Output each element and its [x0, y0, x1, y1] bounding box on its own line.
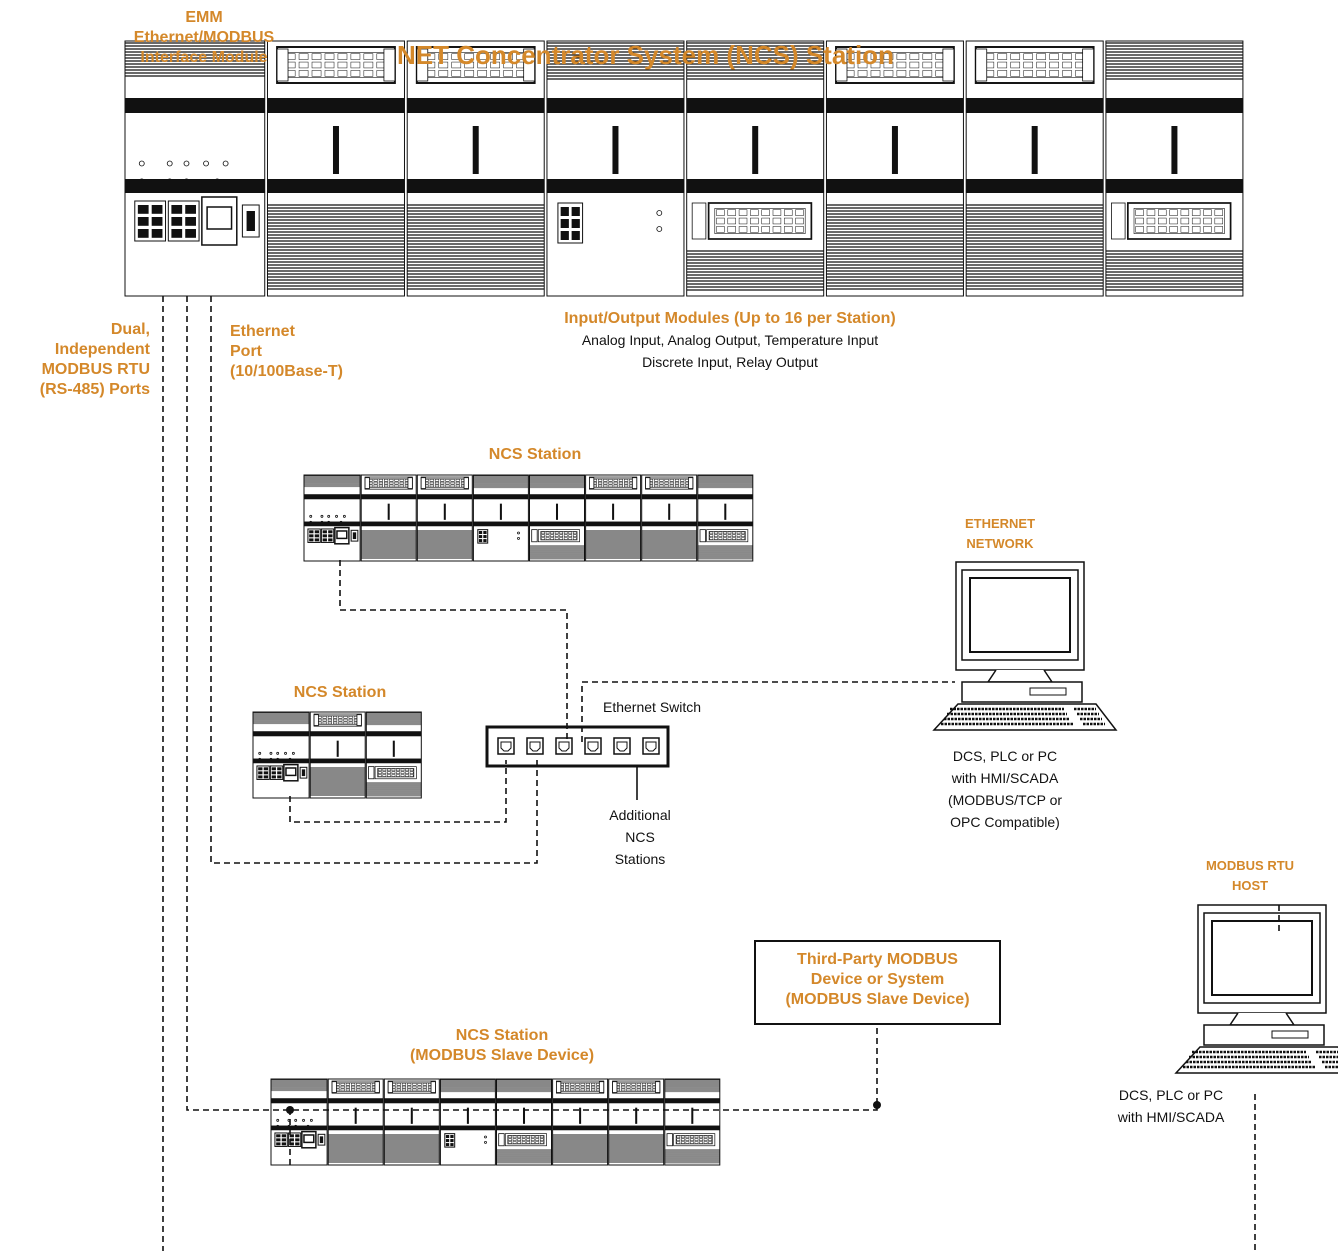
bus-junction-dot — [873, 1101, 881, 1109]
additional-stations-label: Additional NCS Stations — [609, 807, 671, 867]
ethernet-network-computer — [932, 561, 1118, 731]
ncs-station-main — [124, 40, 1244, 297]
dual-modbus-ports-label: Dual, Independent MODBUS RTU (RS-485) Po… — [39, 321, 150, 398]
ethernet-network-label: ETHERNET NETWORK — [964, 516, 1036, 551]
modbus-rtu-host-label: MODBUS RTU HOST — [1205, 858, 1295, 893]
switch-port — [613, 737, 631, 755]
switch-port — [584, 737, 602, 755]
switch-port — [497, 737, 515, 755]
ethernet-cable-emm — [210, 296, 538, 864]
rtu-host-pc-caption: DCS, PLC or PC with HMI/SCADA — [1117, 1087, 1225, 1125]
emm-label: EMM Ethernet/MODBUS Interface Module — [133, 9, 275, 66]
third-party-modbus-device-box: Third-Party MODBUS Device or System (MOD… — [754, 940, 1001, 1025]
ncs-slave-station-label: NCS Station (MODBUS Slave Device) — [409, 1027, 595, 1064]
io-modules-label: Input/Output Modules (Up to 16 per Stati… — [564, 310, 896, 370]
page-title: NET Concentrator System (NCS) Station — [397, 40, 894, 70]
switch-port — [555, 737, 573, 755]
ncs-slave-station — [270, 1078, 721, 1166]
ethernet-cable-station-b — [289, 760, 507, 823]
ethernet-pc-caption: DCS, PLC or PC with HMI/SCADA (MODBUS/TC… — [947, 748, 1063, 830]
ncs-station-b-label: NCS Station — [293, 684, 387, 701]
ncs-station-a — [303, 474, 754, 562]
modbus-rtu-host-computer — [1174, 904, 1338, 1074]
ethernet-switch — [485, 725, 670, 768]
switch-port — [642, 737, 660, 755]
ncs-station-b — [252, 711, 422, 799]
ethernet-cable-pc — [581, 681, 955, 742]
switch-port — [526, 737, 544, 755]
bus-junction-dot — [286, 1106, 294, 1114]
ethernet-port-label: Ethernet Port (10/100Base-T) — [230, 323, 343, 380]
ethernet-cable-station-a — [339, 560, 568, 742]
ncs-station-a-label: NCS Station — [488, 446, 582, 463]
ethernet-switch-label: Ethernet Switch — [603, 699, 702, 715]
